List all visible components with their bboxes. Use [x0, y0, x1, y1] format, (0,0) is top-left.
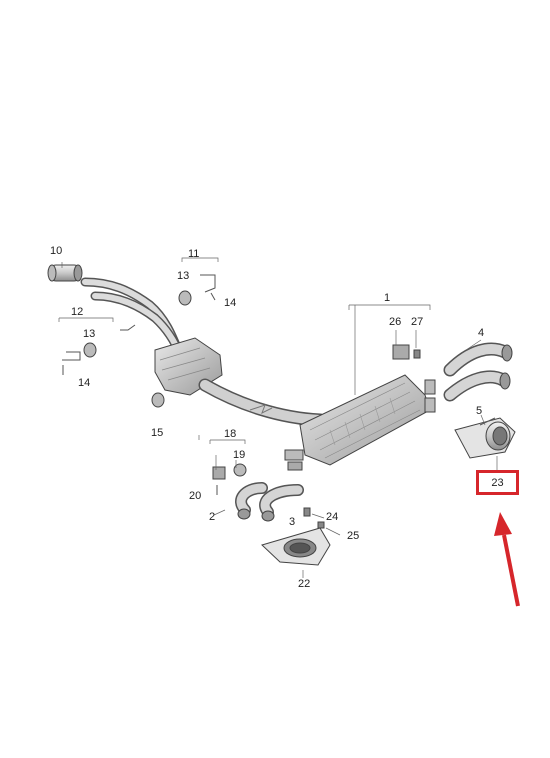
part-label-24: 24: [326, 511, 339, 523]
rubber-mount-19: [233, 463, 247, 477]
tailpipe-trim-part-22: [261, 527, 331, 566]
part-label-2: 2: [209, 511, 216, 523]
rubber-mount-13b: [83, 342, 97, 358]
front-pipes: [80, 277, 185, 360]
bracket-18: [212, 466, 226, 480]
rubber-mount-15: [151, 392, 165, 408]
part-label-3: 3: [289, 516, 296, 528]
part-label-12: 12: [71, 306, 84, 318]
bracket-12: [62, 351, 81, 361]
part-label-14-lower: 14: [78, 377, 91, 389]
part-label-4: 4: [478, 327, 485, 339]
part-label-18: 18: [224, 428, 237, 440]
rubber-mount-13a: [178, 290, 192, 306]
arrow-up-icon: [494, 512, 520, 607]
tail-pipe-part-2: [235, 482, 304, 522]
mid-pipe: [198, 378, 327, 427]
part-label-19: 19: [233, 449, 246, 461]
part-label-13-upper: 13: [177, 270, 190, 282]
part-label-13-lower: 13: [83, 328, 96, 340]
part-label-22: 22: [298, 578, 311, 590]
part-label-14-upper: 14: [224, 297, 237, 309]
bolt-25: [317, 521, 325, 529]
part-label-5: 5: [476, 405, 483, 417]
part-label-1: 1: [384, 292, 391, 304]
part-label-20: 20: [189, 490, 202, 502]
part-label-15: 15: [151, 427, 164, 439]
rear-silencer: [284, 374, 436, 471]
part-label-27: 27: [411, 316, 424, 328]
tail-pipe-part-4: [443, 342, 513, 402]
bracket-11: [200, 274, 216, 293]
leader-lines: [58, 257, 498, 578]
tailpipe-trim-part-23: [454, 417, 516, 459]
clamp-part-10: [47, 264, 83, 282]
part-label-11: 11: [188, 248, 200, 260]
part-23-callout: 23: [476, 470, 519, 495]
part-label-10: 10: [50, 245, 63, 257]
part-label-25: 25: [347, 530, 360, 542]
bolt-27: [413, 349, 421, 359]
hardware-items: [62, 274, 421, 529]
nut-24: [303, 507, 311, 517]
sensor-26: [392, 344, 410, 360]
part-label-26: 26: [389, 316, 402, 328]
part-label-23: 23: [491, 476, 504, 489]
